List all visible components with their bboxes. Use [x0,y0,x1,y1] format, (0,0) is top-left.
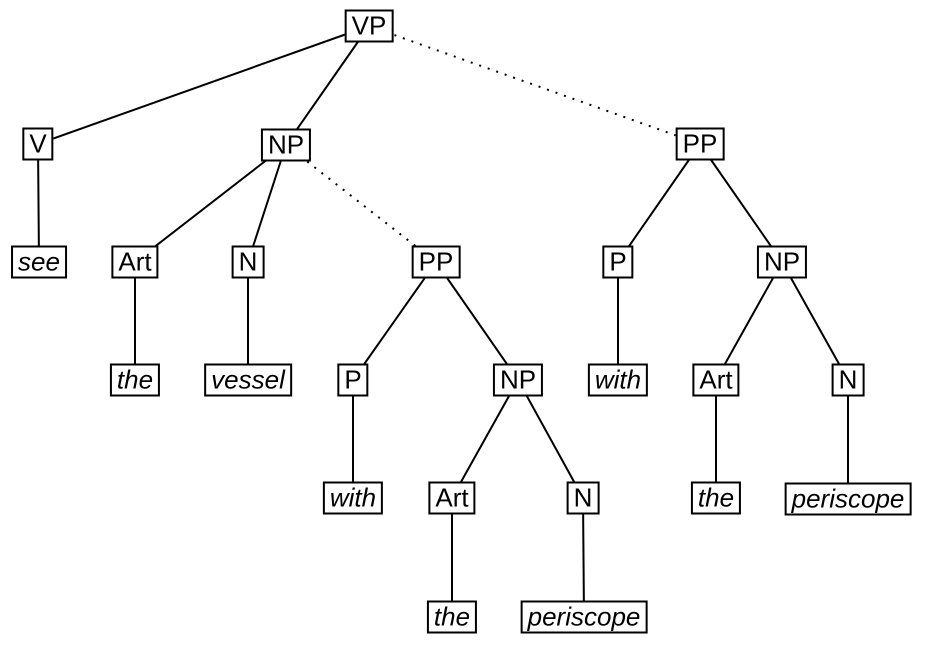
tree-node-art1: Art [111,245,159,279]
tree-edge-vp-v [37,25,370,145]
tree-edge-np1-art1 [134,144,287,263]
tree-node-n_mid: N [566,481,600,515]
tree-node-periscope_mid: periscope [520,600,648,634]
tree-edge-np1-n1 [247,144,287,263]
tree-edge-np1-pp_mid [285,144,437,263]
tree-node-vp: VP [344,9,394,43]
tree-edge-np_mid-n_mid [517,379,584,499]
tree-node-v: V [22,127,54,161]
tree-node-art_mid: Art [428,481,476,515]
tree-node-pp_mid: PP [411,245,461,279]
tree-node-np_mid: NP [492,363,544,397]
tree-node-vessel: vessel [204,363,292,397]
tree-node-p_mid: P [337,363,369,397]
tree-edge-vp-pp_right [368,25,701,145]
tree-node-with_right: with [587,363,649,397]
tree-edge-pp_mid-p_mid [352,261,437,381]
tree-node-periscope_right: periscope [784,482,912,516]
tree-edge-np_mid-art_mid [451,379,519,499]
tree-node-the_right: the [690,481,742,515]
tree-edge-n_mid-periscope_mid [582,497,585,618]
tree-node-n_right: N [831,363,865,397]
tree-edge-np_right-art_right [715,261,783,381]
tree-node-the1: the [109,363,161,397]
tree-node-the_mid: the [426,600,478,634]
tree-edge-vp-np1 [285,25,370,146]
tree-node-np_right: NP [756,245,808,279]
tree-node-with_mid: with [322,481,384,515]
tree-node-p_right: P [602,245,634,279]
tree-edge-pp_right-p_right [617,143,701,263]
tree-node-np1: NP [260,128,312,162]
tree-edge-v-see [37,143,40,263]
tree-edge-pp_right-np_right [699,143,783,263]
tree-node-pp_right: PP [675,127,725,161]
tree-edge-pp_mid-np_mid [435,261,519,381]
tree-node-see: see [11,245,67,279]
tree-node-n1: N [231,245,265,279]
tree-node-art_right: Art [692,363,740,397]
tree-edge-np_right-n_right [781,261,849,381]
